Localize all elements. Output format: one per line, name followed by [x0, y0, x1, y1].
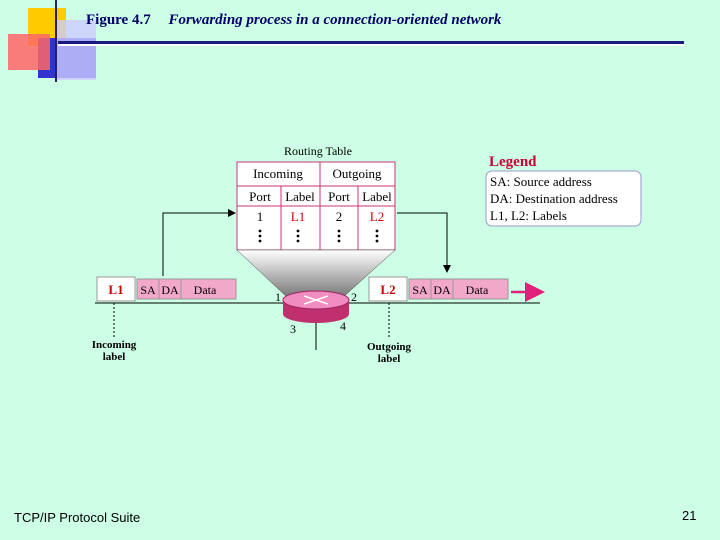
legend-title: Legend [489, 154, 537, 170]
incoming-frame-label: L1 [108, 282, 123, 297]
legend-line-2: DA: Destination address [490, 191, 618, 206]
incoming-frame-label-box [96, 276, 136, 302]
title-rule [58, 41, 684, 44]
decor-red-square [8, 34, 50, 70]
cell-port-in: 1 [257, 209, 264, 224]
cell-label-in: L1 [291, 209, 305, 224]
routing-table-title: Routing Table [284, 144, 352, 158]
col-port-out: Port [328, 189, 350, 204]
cell-label-out: L2 [370, 209, 384, 224]
port-1: 1 [275, 290, 281, 304]
page-number: 21 [682, 508, 697, 523]
arrow-to-table [162, 209, 236, 276]
title-rule-highlight [58, 44, 684, 46]
port-2: 2 [351, 290, 357, 304]
outgoing-frame-da: DA [433, 283, 451, 297]
outgoing-frame-label-box [368, 276, 408, 302]
incoming-caption-1: Incoming [92, 339, 137, 351]
outgoing-frame-sa: SA [412, 283, 428, 297]
outgoing-frame-data-box [452, 278, 509, 300]
header-incoming: Incoming [253, 166, 303, 181]
table-ellipsis-dots [258, 229, 379, 243]
port-3: 3 [290, 322, 296, 336]
incoming-frame-data: Data [194, 283, 217, 297]
cell-port-out: 2 [336, 209, 343, 224]
port-4: 4 [340, 319, 346, 333]
slide-title: Figure 4.7 Forwarding process in a conne… [86, 12, 501, 29]
incoming-frame-da: DA [161, 283, 179, 297]
outgoing-caption-1: Outgoing [367, 341, 412, 353]
col-label-out: Label [362, 189, 392, 204]
incoming-frame-sa: SA [140, 283, 156, 297]
arrow-from-table [397, 212, 451, 273]
header-outgoing: Outgoing [332, 166, 382, 181]
col-port-in: Port [249, 189, 271, 204]
col-label-in: Label [285, 189, 315, 204]
figure-number: Figure 4.7 [86, 12, 151, 28]
incoming-caption-2: label [103, 351, 126, 363]
decor-light-square [56, 20, 96, 80]
legend-box [485, 170, 642, 227]
outgoing-frame-data: Data [466, 283, 489, 297]
legend-line-1: SA: Source address [490, 174, 592, 189]
decor-vertical-line [55, 0, 57, 82]
incoming-frame-data-box [180, 278, 237, 300]
outgoing-caption-2: label [378, 353, 401, 365]
router-icon [282, 290, 350, 323]
outgoing-frame-label: L2 [380, 282, 395, 297]
legend-line-3: L1, L2: Labels [490, 208, 567, 223]
figure-caption: Forwarding process in a connection-orien… [168, 12, 502, 28]
footer-suite-name: TCP/IP Protocol Suite [14, 510, 141, 525]
